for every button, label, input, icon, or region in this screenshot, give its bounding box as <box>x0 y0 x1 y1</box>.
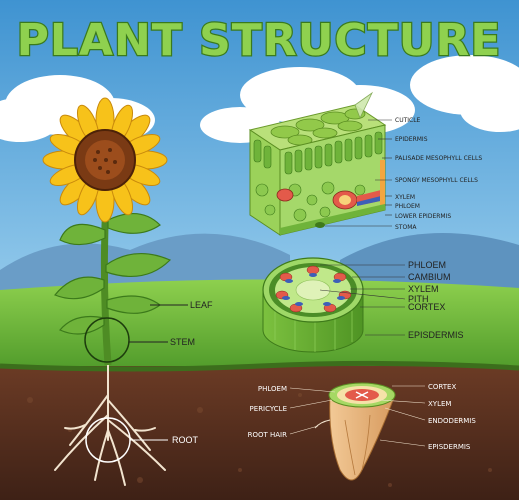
label-root-hair: ROOT HAIR <box>248 431 288 439</box>
label-epidermis: EPIDERMIS <box>395 136 428 143</box>
label-root: ROOT <box>172 435 199 445</box>
stem-highlight-circle <box>84 317 130 363</box>
label-spongy-mesophyll: SPONGY MESOPHYLL CELLS <box>395 177 478 184</box>
leaf-section-labels: CUTICLE EPIDERMIS PALISADE MESOPHYLL CEL… <box>395 117 482 231</box>
root-section-labels-right: CORTEX XYLEM ENDODERMIS EPISDERMIS <box>428 383 476 451</box>
leaf-cross-section <box>248 91 387 236</box>
stem-section-pointers <box>319 264 406 336</box>
label-pericycle: PERICYCLE <box>250 405 287 413</box>
label-stem: STEM <box>170 337 195 347</box>
soil-edge <box>0 360 519 372</box>
label-pith: PITH <box>408 294 429 304</box>
label-endodermis: ENDODERMIS <box>428 417 476 425</box>
plant-leaves <box>54 213 172 335</box>
label-lower-epidermis: LOWER EPIDERMIS <box>395 213 451 220</box>
label-cambium: CAMBIUM <box>408 272 451 282</box>
root-section-labels-left: PHLOEM PERICYCLE ROOT HAIR <box>248 385 288 439</box>
stem-section-labels: PHLOEM CAMBIUM XYLEM PITH CORTEX EPISDER… <box>408 260 464 340</box>
label-stem-episdermis: EPISDERMIS <box>408 330 464 340</box>
leaf-section-pointers <box>325 119 392 227</box>
label-cuticle: CUTICLE <box>395 117 421 124</box>
label-stem-xylem: XYLEM <box>408 284 439 294</box>
label-leaf: LEAF <box>190 300 213 310</box>
label-root-phloem: PHLOEM <box>258 385 287 393</box>
stem-cross-section <box>262 257 364 353</box>
label-root-cortex: CORTEX <box>428 383 456 391</box>
soil-speckles <box>27 393 492 487</box>
sunflower-head <box>42 97 168 223</box>
root-cross-section <box>314 382 396 481</box>
label-stoma: STOMA <box>395 224 417 231</box>
plant-roots <box>54 359 166 486</box>
label-stem-cortex: CORTEX <box>408 302 445 312</box>
label-root-episdermis: EPISDERMIS <box>428 443 471 451</box>
label-palisade-mesophyll: PALISADE MESOPHYLL CELLS <box>395 155 482 162</box>
label-root-xylem: XYLEM <box>428 400 451 408</box>
label-leaf-phloem: PHLOEM <box>395 203 420 210</box>
label-stem-phloem: PHLOEM <box>408 260 446 270</box>
page-title: PLANT STRUCTURE <box>17 15 502 66</box>
label-leaf-xylem: XYLEM <box>395 194 415 201</box>
root-section-pointers <box>289 385 426 447</box>
